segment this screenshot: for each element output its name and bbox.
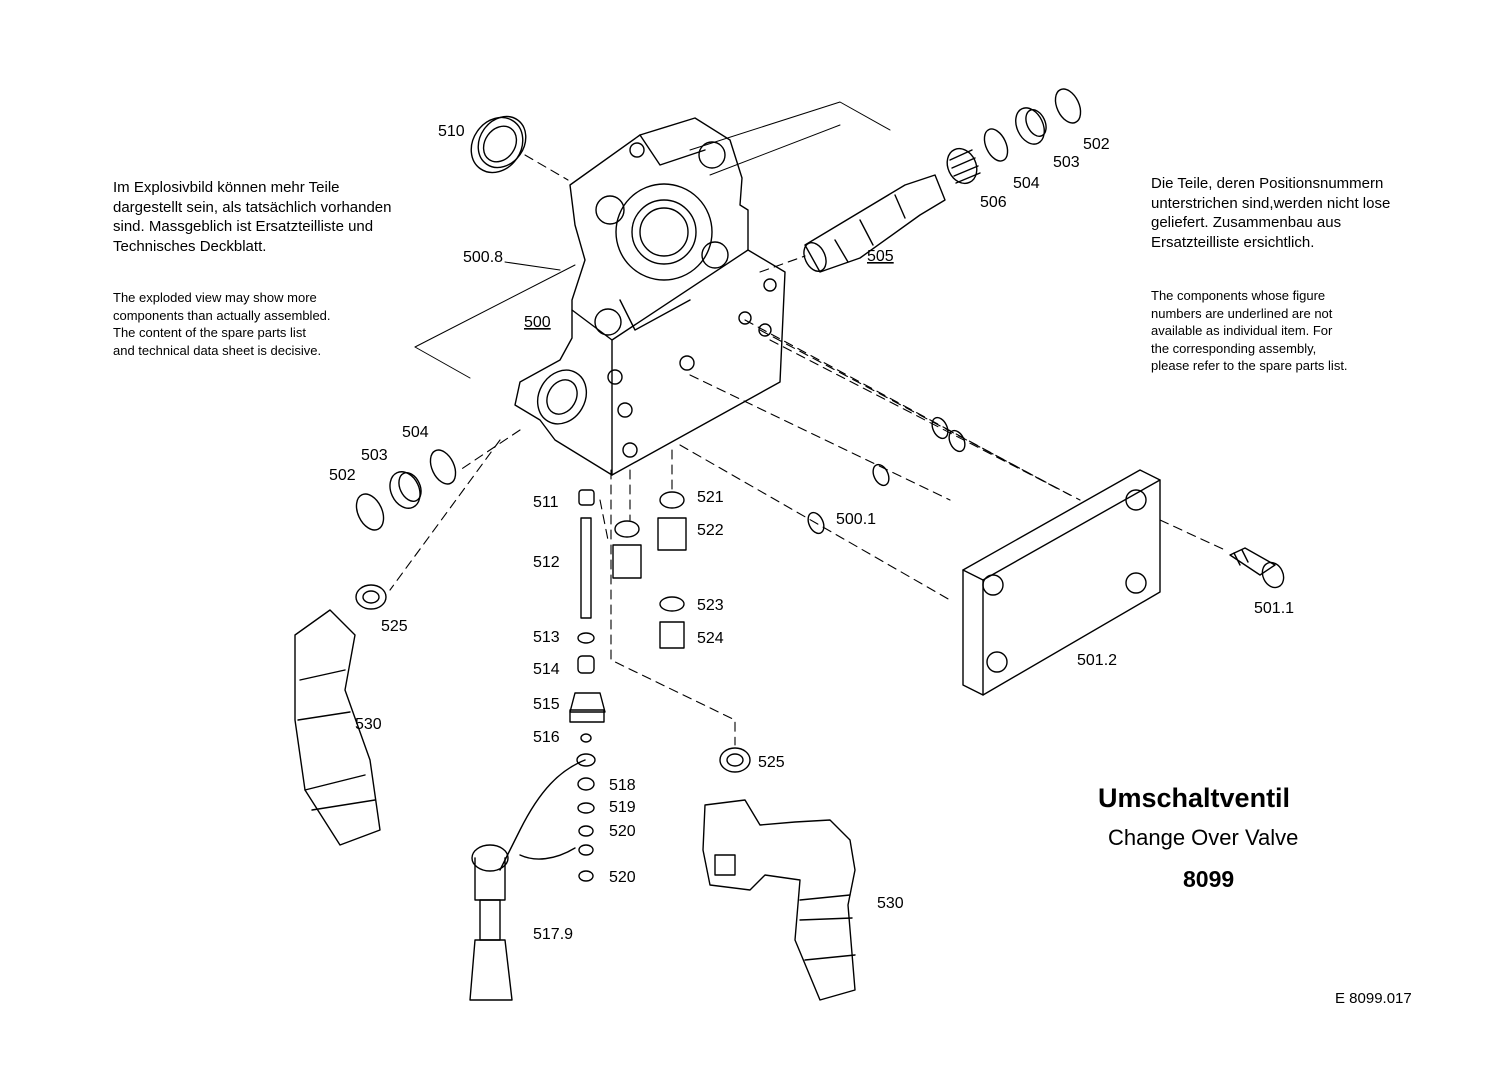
- callout-502-left: 502: [329, 467, 356, 484]
- title-english: Change Over Valve: [1108, 825, 1299, 850]
- plug-503-top: [1015, 107, 1047, 145]
- note-english-left: The exploded view may show more componen…: [113, 290, 331, 358]
- callout-516: 516: [533, 729, 560, 746]
- callout-522: 522: [697, 522, 724, 539]
- callout-500: 500: [524, 314, 551, 331]
- callout-520-a: 520: [609, 823, 636, 840]
- cover-plate-501-2: [962, 469, 1161, 696]
- callout-504-left: 504: [402, 424, 429, 441]
- title-number: 8099: [1183, 866, 1235, 892]
- callout-525-center: 525: [758, 754, 785, 771]
- bolt-501-1: [1229, 547, 1285, 589]
- valve-housing-500: [514, 117, 786, 476]
- callout-502-top: 502: [1083, 136, 1110, 153]
- callout-labels: 510 500.8 500 502 503 504 506 505 504 50…: [329, 123, 1294, 943]
- seal-ring-510: [470, 115, 527, 174]
- callout-523: 523: [697, 597, 724, 614]
- fitting-525-left: [355, 584, 387, 610]
- callout-512: 512: [533, 554, 560, 571]
- spool-505: [803, 174, 946, 273]
- callout-514: 514: [533, 661, 560, 678]
- hose-530-left: [294, 609, 381, 846]
- note-german-right: Die Teile, deren Positionsnummern unters…: [1151, 175, 1391, 251]
- o-rings-500-1: [807, 416, 966, 535]
- plugs-521-524: [612, 491, 687, 649]
- note-german-left: Im Explosivbild können mehr Teile darges…: [113, 179, 392, 255]
- part-column: [569, 489, 606, 882]
- callout-515: 515: [533, 696, 560, 713]
- callout-503-left: 503: [361, 447, 388, 464]
- callout-519: 519: [609, 799, 636, 816]
- spring-506: [946, 147, 981, 185]
- callout-524: 524: [697, 630, 724, 647]
- title-german: Umschaltventil: [1098, 783, 1291, 813]
- callout-530-center: 530: [877, 895, 904, 912]
- hose-530-center: [702, 799, 856, 1001]
- note-english-right: The components whose figure numbers are …: [1151, 288, 1348, 373]
- callout-500-1: 500.1: [836, 511, 876, 528]
- callout-520-b: 520: [609, 869, 636, 886]
- assembly-lines: [389, 154, 1226, 746]
- callout-511: 511: [533, 494, 559, 511]
- document-reference: E 8099.017: [1335, 990, 1412, 1007]
- callout-530-left: 530: [355, 716, 382, 733]
- sensor-517-9: [469, 759, 586, 1001]
- callout-510: 510: [438, 123, 465, 140]
- callout-504-top: 504: [1013, 175, 1040, 192]
- callout-503-top: 503: [1053, 154, 1080, 171]
- callout-505: 505: [867, 248, 894, 265]
- callout-518: 518: [609, 777, 636, 794]
- callout-513: 513: [533, 629, 560, 646]
- callout-501-1: 501.1: [1254, 600, 1294, 617]
- circlip-502-top: [1054, 88, 1082, 124]
- fitting-525-center: [719, 747, 751, 773]
- callout-517-9: 517.9: [533, 926, 573, 943]
- left-seals: [355, 449, 457, 531]
- callout-525-left: 525: [381, 618, 408, 635]
- callout-521: 521: [697, 489, 724, 506]
- reference-lines: [414, 101, 891, 379]
- callout-500-8: 500.8: [463, 249, 503, 266]
- callout-501-2: 501.2: [1077, 652, 1117, 669]
- callout-506: 506: [980, 194, 1007, 211]
- seal-504-top: [983, 128, 1009, 162]
